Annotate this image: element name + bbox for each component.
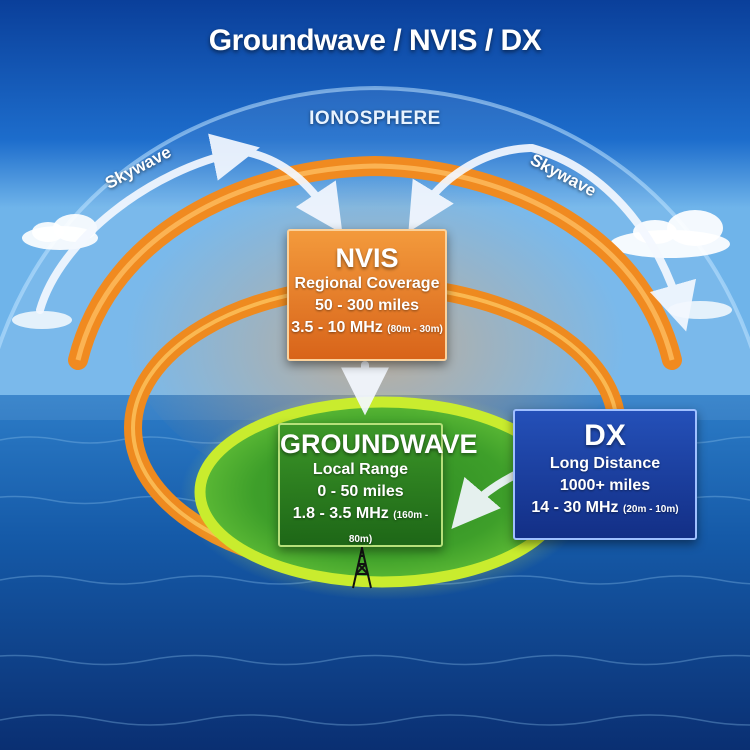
nvis-coverage: Regional Coverage bbox=[294, 275, 440, 292]
nvis-distance: 50 - 300 miles bbox=[314, 297, 420, 314]
groundwave-frequency: 1.8 - 3.5 MHz bbox=[292, 505, 389, 522]
nvis-frequency-line: 3.5 - 10 MHz (80m - 30m) bbox=[289, 317, 445, 341]
groundwave-coverage: Local Range bbox=[312, 461, 409, 478]
groundwave-frequency-line: 1.8 - 3.5 MHz (160m - 80m) bbox=[280, 503, 441, 551]
ionosphere-label: IONOSPHERE bbox=[309, 108, 441, 129]
groundwave-distance: 0 - 50 miles bbox=[317, 483, 404, 500]
groundwave-heading: GROUNDWAVE bbox=[280, 429, 478, 459]
dx-bands: (20m - 10m) bbox=[623, 504, 679, 515]
dx-info-box: DX Long Distance 1000+ miles 14 - 30 MHz… bbox=[513, 409, 697, 540]
dx-heading: DX bbox=[584, 419, 626, 452]
nvis-bands: (80m - 30m) bbox=[387, 324, 443, 335]
nvis-frequency: 3.5 - 10 MHz bbox=[291, 319, 383, 336]
white-arrow-icon bbox=[36, 133, 697, 530]
groundwave-bands: (160m - 80m) bbox=[348, 510, 429, 545]
nvis-info-box: NVIS Regional Coverage 50 - 300 miles 3.… bbox=[287, 229, 447, 361]
dx-distance: 1000+ miles bbox=[559, 477, 651, 494]
dx-frequency-line: 14 - 30 MHz (20m - 10m) bbox=[515, 497, 695, 521]
groundwave-info-box: GROUNDWAVE Local Range 0 - 50 miles 1.8 … bbox=[278, 423, 478, 547]
diagram-title: Groundwave / NVIS / DX bbox=[208, 24, 542, 57]
dx-coverage: Long Distance bbox=[549, 455, 661, 472]
dx-frequency: 14 - 30 MHz bbox=[531, 499, 619, 516]
nvis-heading: NVIS bbox=[335, 243, 399, 273]
